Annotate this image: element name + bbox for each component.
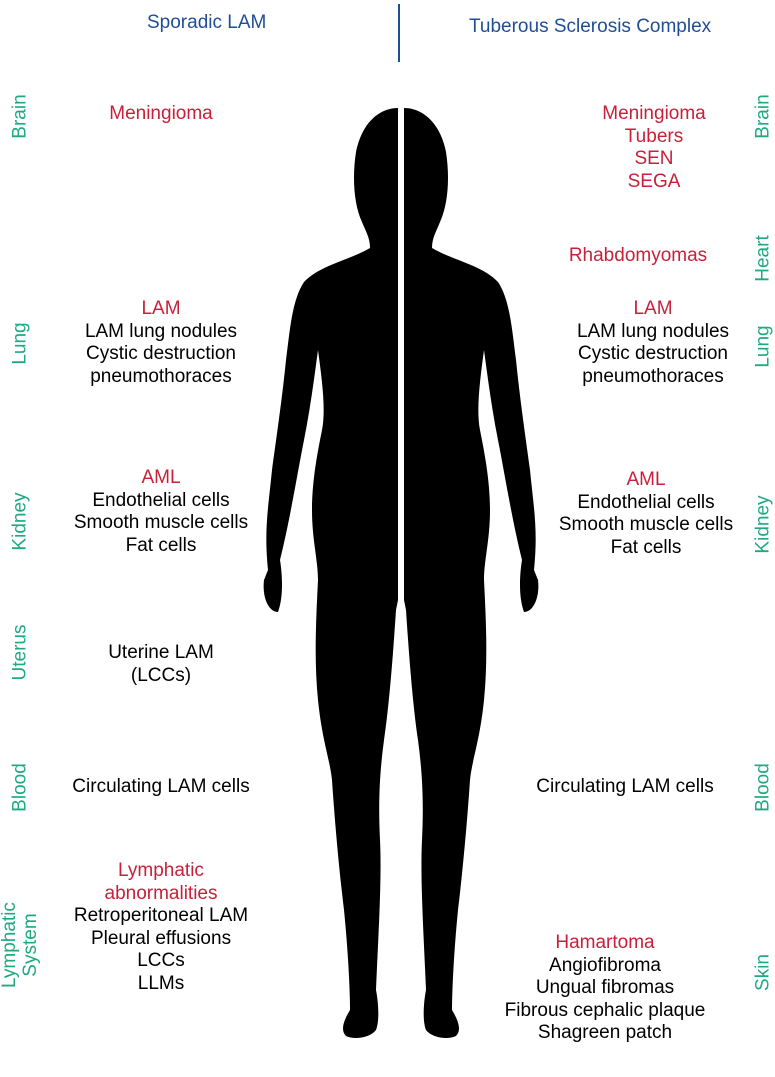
left-lymph-title-2: abnormalities: [26, 883, 296, 906]
left-lymph-item: Retroperitoneal LAM: [26, 905, 296, 928]
right-skin-block: Hamartoma Angiofibroma Ungual fibromas F…: [470, 932, 740, 1045]
left-lymph-item: LLMs: [26, 973, 296, 996]
right-lung-block: LAM LAM lung nodules Cystic destruction …: [518, 298, 775, 388]
left-blood-item: Circulating LAM cells: [26, 776, 296, 799]
right-skin-item: Angiofibroma: [470, 955, 740, 978]
right-kidney-item: Endothelial cells: [511, 492, 775, 515]
left-uterus-item: Uterine LAM: [26, 642, 296, 665]
left-kidney-item: Fat cells: [26, 535, 296, 558]
left-lung-item: Cystic destruction: [26, 343, 296, 366]
right-brain-block: Meningioma Tubers SEN SEGA: [519, 103, 775, 193]
right-blood-block: Circulating LAM cells: [490, 776, 760, 799]
right-heart-block: Rhabdomyomas: [503, 245, 773, 268]
right-brain-item: Meningioma: [519, 103, 775, 126]
left-brain-title: Meningioma: [26, 103, 296, 126]
right-lung-item: pneumothoraces: [518, 366, 775, 389]
left-uterus-block: Uterine LAM (LCCs): [26, 642, 296, 687]
left-brain-block: Meningioma: [26, 103, 296, 126]
left-blood-block: Circulating LAM cells: [26, 776, 296, 799]
left-lung-title: LAM: [26, 298, 296, 321]
right-kidney-title: AML: [511, 469, 775, 492]
right-kidney-item: Fat cells: [511, 537, 775, 560]
left-lymph-title-1: Lymphatic: [26, 860, 296, 883]
lymphatic-label-line-1: Lymphatic: [0, 895, 20, 995]
left-kidney-item: Endothelial cells: [26, 490, 296, 513]
right-skin-item: Fibrous cephalic plaque: [470, 1000, 740, 1023]
right-organ-skin: Skin: [753, 951, 774, 995]
right-skin-item: Shagreen patch: [470, 1022, 740, 1045]
right-brain-item: SEN: [519, 148, 775, 171]
left-lung-item: LAM lung nodules: [26, 321, 296, 344]
left-lung-item: pneumothoraces: [26, 366, 296, 389]
left-lymphatic-block: Lymphatic abnormalities Retroperitoneal …: [26, 860, 296, 995]
right-blood-item: Circulating LAM cells: [490, 776, 760, 799]
right-lung-title: LAM: [518, 298, 775, 321]
right-skin-title: Hamartoma: [470, 932, 740, 955]
left-lymph-item: Pleural effusions: [26, 928, 296, 951]
right-kidney-item: Smooth muscle cells: [511, 514, 775, 537]
right-heart-title: Rhabdomyomas: [503, 245, 773, 268]
left-kidney-title: AML: [26, 467, 296, 490]
right-lung-item: LAM lung nodules: [518, 321, 775, 344]
right-brain-item: SEGA: [519, 171, 775, 194]
left-uterus-item: (LCCs): [26, 665, 296, 688]
right-kidney-block: AML Endothelial cells Smooth muscle cell…: [511, 469, 775, 559]
right-brain-item: Tubers: [519, 126, 775, 149]
left-lung-block: LAM LAM lung nodules Cystic destruction …: [26, 298, 296, 388]
left-kidney-block: AML Endothelial cells Smooth muscle cell…: [26, 467, 296, 557]
right-lung-item: Cystic destruction: [518, 343, 775, 366]
left-lymph-item: LCCs: [26, 950, 296, 973]
left-kidney-item: Smooth muscle cells: [26, 512, 296, 535]
right-skin-item: Ungual fibromas: [470, 977, 740, 1000]
